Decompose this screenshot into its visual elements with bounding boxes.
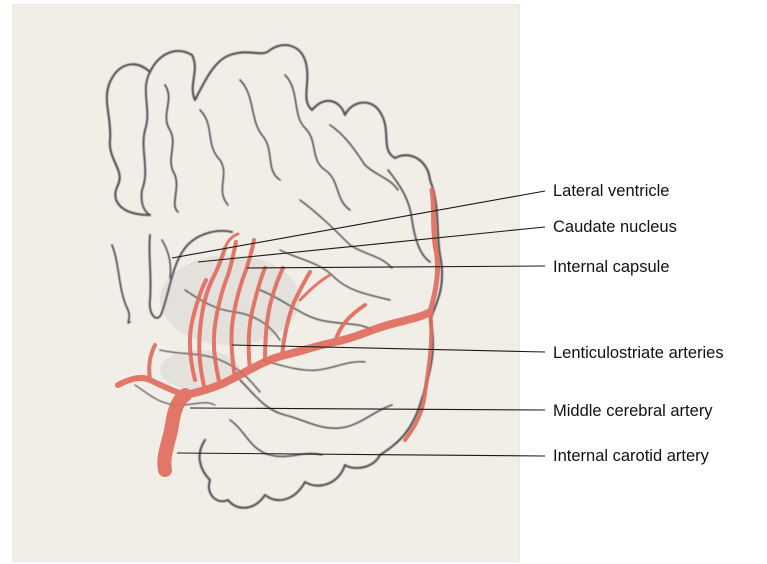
leader-line-middle-cerebral-artery [190,408,545,410]
leader-line-internal-capsule [247,266,545,268]
label-lateral-ventricle: Lateral ventricle [553,181,669,201]
leader-line-lateral-ventricle [172,191,545,258]
leader-line-lenticulostriate-arteries [232,345,545,352]
label-internal-carotid-artery: Internal carotid artery [553,446,709,466]
internal-carotid-artery [164,395,185,470]
label-caudate-nucleus: Caudate nucleus [553,217,677,237]
label-lenticulostriate-arteries: Lenticulostriate arteries [553,343,724,363]
label-internal-capsule: Internal capsule [553,257,670,277]
label-middle-cerebral-artery: Middle cerebral artery [553,401,713,421]
leader-line-internal-carotid-artery [177,453,545,456]
